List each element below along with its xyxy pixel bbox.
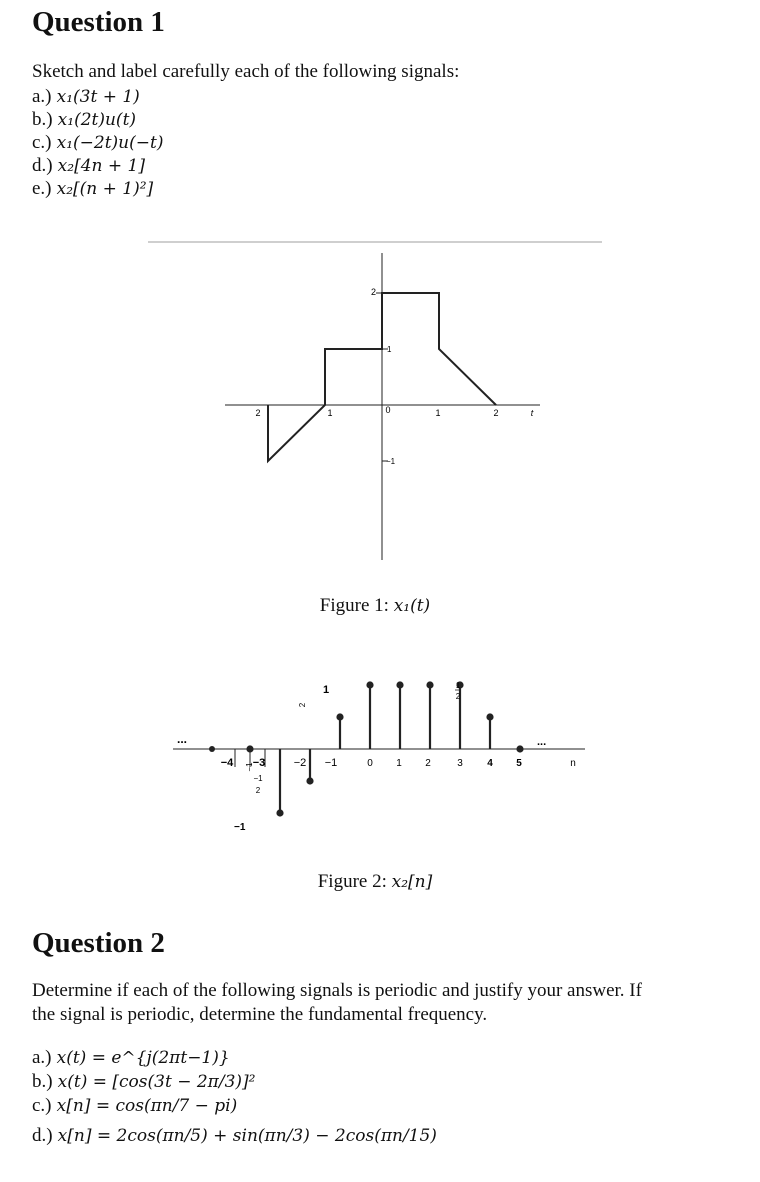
n-tick-label: 2 bbox=[425, 758, 431, 769]
list-item: b.) x(t) = [cos(3t − 2π/3)]² bbox=[32, 1071, 256, 1092]
right-ellipsis: ... bbox=[537, 736, 546, 748]
stem-point bbox=[306, 777, 314, 785]
x-axis-label: t bbox=[531, 408, 534, 418]
value-label: −1 bbox=[234, 822, 246, 833]
figure-1-caption: Figure 1: x₁(t) bbox=[319, 595, 431, 616]
figure-2-plot: ... ... −4 −3 −2 −1 0 1 2 3 4 5 n 1 −1 2… bbox=[173, 681, 585, 833]
n-axis-label: n bbox=[570, 758, 576, 769]
figure-2-caption: Figure 2: x₂[n] bbox=[317, 871, 433, 892]
axis-end-point bbox=[209, 746, 215, 752]
x-tick-label: 1 bbox=[327, 408, 332, 418]
question-2-intro-line-1: Determine if each of the following signa… bbox=[32, 980, 642, 1001]
svg-text:2: 2 bbox=[256, 786, 261, 795]
question-2-heading: Question 2 bbox=[32, 927, 165, 959]
x-tick-label: 1 bbox=[435, 408, 440, 418]
list-item: a.) x(t) = e^{j(2πt−1)} bbox=[32, 1047, 230, 1068]
x-tick-label: 2 bbox=[255, 408, 260, 418]
svg-text:2: 2 bbox=[298, 702, 307, 707]
stem-point bbox=[426, 681, 434, 689]
n-tick-label: 4 bbox=[487, 758, 493, 769]
x-tick-label: 0 bbox=[385, 405, 390, 415]
n-tick-label: −3 bbox=[253, 757, 266, 769]
y-tick-label: −1 bbox=[386, 457, 396, 466]
fraction-label-half: 2 bbox=[298, 702, 307, 707]
question-1-intro: Sketch and label carefully each of the f… bbox=[32, 61, 460, 82]
stem-point bbox=[336, 713, 344, 721]
list-item: c.) x[n] = cos(πn/7 − pi) bbox=[32, 1095, 238, 1116]
y-tick-label: 2 bbox=[371, 287, 376, 297]
fraction-label-neg-half: −1 2 bbox=[253, 774, 263, 795]
list-item: d.) x[n] = 2cos(πn/5) + sin(πn/3) − 2cos… bbox=[32, 1125, 437, 1146]
question-2-list: a.) x(t) = e^{j(2πt−1)} b.) x(t) = [cos(… bbox=[32, 1046, 437, 1148]
stem-point bbox=[486, 713, 494, 721]
value-label: 1 bbox=[323, 684, 329, 696]
stem-point bbox=[366, 681, 374, 689]
n-tick-label: −4 bbox=[221, 757, 234, 769]
left-ellipsis: ... bbox=[177, 732, 187, 746]
list-item: c.) x₁(−2t)u(−t) bbox=[32, 132, 164, 153]
n-tick-label: −1 bbox=[325, 757, 338, 769]
list-item: d.) x₂[4n + 1] bbox=[32, 155, 145, 176]
rotated-stem-label: −1 bbox=[245, 762, 254, 772]
y-tick-label: 1 bbox=[387, 345, 392, 354]
n-tick-label: 3 bbox=[457, 758, 463, 769]
stem-point bbox=[456, 681, 464, 689]
stem-point bbox=[246, 745, 254, 753]
n-tick-label: 0 bbox=[367, 758, 373, 769]
n-tick-label: 5 bbox=[516, 758, 522, 769]
list-item: b.) x₁(2t)u(t) bbox=[32, 109, 137, 130]
fraction-label-half: 1 2 bbox=[455, 681, 461, 701]
list-item: a.) x₁(3t + 1) bbox=[32, 86, 140, 107]
stem-point bbox=[516, 745, 524, 753]
signal-x1-curve bbox=[267, 292, 497, 464]
list-item: e.) x₂[(n + 1)²] bbox=[32, 178, 154, 199]
stem-point bbox=[276, 809, 284, 817]
question-1-heading: Question 1 bbox=[32, 6, 165, 38]
svg-text:−1: −1 bbox=[245, 762, 254, 772]
x-tick-label: 2 bbox=[493, 408, 498, 418]
question-1-list: a.) x₁(3t + 1) b.) x₁(2t)u(t) c.) x₁(−2t… bbox=[32, 85, 163, 200]
question-2-intro-line-2: the signal is periodic, determine the fu… bbox=[32, 1004, 488, 1025]
svg-text:−1: −1 bbox=[253, 774, 263, 783]
svg-text:1: 1 bbox=[456, 681, 461, 690]
n-tick-label: 1 bbox=[396, 758, 402, 769]
n-tick-label: −2 bbox=[294, 757, 307, 769]
stem-point bbox=[396, 681, 404, 689]
svg-text:2: 2 bbox=[456, 692, 461, 701]
figure-1-plot: 2 1 0 1 2 t 2 1 −1 bbox=[148, 241, 602, 560]
